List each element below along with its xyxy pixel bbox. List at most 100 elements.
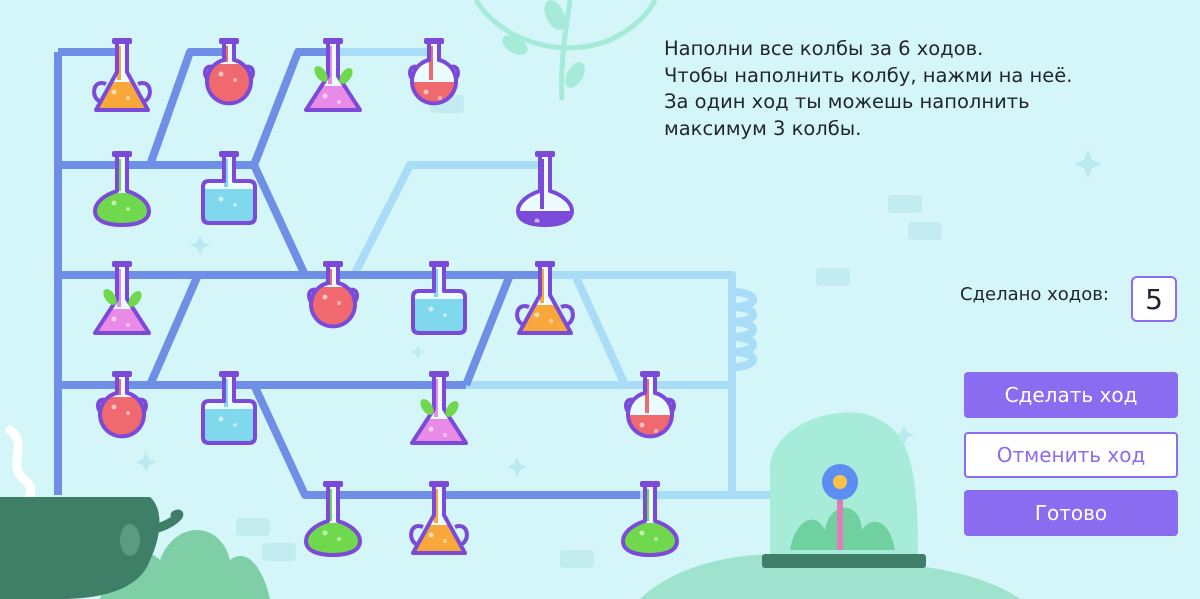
flask-bubble xyxy=(126,411,130,415)
pipes-empty xyxy=(333,48,780,499)
flask-potion xyxy=(203,409,255,443)
flask-pink-erlenmeyer[interactable] xyxy=(399,371,479,499)
instruction-line: Чтобы наполнить колбу, нажми на неё. xyxy=(664,63,1073,87)
done-button[interactable]: Готово xyxy=(964,490,1178,536)
flower-center-icon xyxy=(833,475,847,489)
instructions-text: Наполни все колбы за 6 ходов. Чтобы напо… xyxy=(664,36,1184,142)
flask-bubble xyxy=(639,422,645,428)
flask-potion xyxy=(413,299,465,333)
sparkle-icon xyxy=(507,457,527,477)
flask-bubble xyxy=(111,316,117,322)
hill-decoration xyxy=(640,554,1020,599)
flask-outline xyxy=(621,483,679,557)
pipe-full xyxy=(250,383,640,499)
flask-bubble xyxy=(654,429,658,433)
flask-bubble xyxy=(126,323,130,327)
brick-decoration xyxy=(908,222,942,240)
flask-potion xyxy=(628,415,673,437)
flask-red-round[interactable] xyxy=(82,371,162,477)
flask-rim xyxy=(219,151,239,157)
flask-rim xyxy=(640,371,660,377)
flask-bubble xyxy=(423,89,429,95)
flask-blue-square[interactable] xyxy=(189,151,269,269)
instruction-line: максимум 3 колбы. xyxy=(664,116,862,140)
flask-bubble xyxy=(428,532,434,538)
flask-bubble xyxy=(337,100,341,104)
flask-orange-amphora[interactable] xyxy=(82,38,162,162)
instruction-line: Наполни все колбы за 6 ходов. xyxy=(664,37,984,60)
brick-decoration xyxy=(560,550,594,568)
flask-bubble xyxy=(218,416,224,422)
sprout-leaf-icon xyxy=(128,291,142,307)
moves-label: Сделано ходов: xyxy=(960,284,1109,305)
flask-glass xyxy=(518,155,572,225)
flask-rim xyxy=(429,261,449,267)
flask-rim xyxy=(424,38,444,44)
cauldron-handle-icon xyxy=(145,509,184,535)
flask-purple-bulb[interactable] xyxy=(505,151,585,291)
flask-rim xyxy=(112,371,132,377)
pipe-full xyxy=(146,48,229,167)
pipe-full xyxy=(462,273,514,387)
flask-potion xyxy=(412,82,457,104)
flask-rim xyxy=(640,481,660,487)
flask-bubble xyxy=(111,89,117,95)
vine-decoration xyxy=(473,0,658,51)
flask-bubble xyxy=(428,426,434,432)
flask-pink-erlenmeyer[interactable] xyxy=(293,38,373,166)
sprout-leaf-icon xyxy=(314,66,328,82)
cauldron-icon xyxy=(0,497,160,599)
sprout-leaf-icon xyxy=(103,289,117,305)
flask-red-round[interactable] xyxy=(610,371,690,495)
flask-red-round[interactable] xyxy=(293,261,373,367)
flask-pink-erlenmeyer[interactable] xyxy=(82,261,162,389)
sprout-leaf-icon xyxy=(420,399,434,415)
make-move-button[interactable]: Сделать ход xyxy=(964,372,1178,418)
flask-bubble xyxy=(218,196,224,202)
flask-green-bulb[interactable] xyxy=(82,151,162,273)
sparkle-icon xyxy=(1074,150,1102,178)
flask-outline xyxy=(410,40,458,106)
flask-bubble xyxy=(322,93,328,99)
flask-red-round[interactable] xyxy=(189,38,269,144)
flask-bubble xyxy=(534,312,540,318)
sparkle-icon xyxy=(894,425,914,445)
pipe-full xyxy=(250,48,333,167)
flask-potion xyxy=(306,86,360,110)
flask-rim xyxy=(219,38,239,44)
brick-decoration xyxy=(888,195,922,213)
flask-green-bulb[interactable] xyxy=(610,481,690,599)
flask-outline xyxy=(201,373,257,445)
sprout-leaf-icon xyxy=(339,68,353,84)
brick-decoration xyxy=(816,268,850,286)
flask-rim xyxy=(535,151,555,157)
flask-bubble xyxy=(233,423,237,427)
flask-bubble xyxy=(111,404,117,410)
flask-green-bulb[interactable] xyxy=(293,481,373,599)
flask-red-round[interactable] xyxy=(394,38,474,162)
flask-bubble xyxy=(438,96,442,100)
pipe-empty xyxy=(466,271,736,389)
flask-outline xyxy=(93,153,151,227)
flask-blue-square[interactable] xyxy=(189,371,269,489)
dome-base-icon xyxy=(762,554,926,568)
flask-outline xyxy=(626,373,674,439)
leaf-decoration xyxy=(544,0,566,30)
pipe-empty xyxy=(350,161,545,277)
flask-outline xyxy=(516,153,574,227)
flask-outline xyxy=(205,40,253,106)
brick-decoration xyxy=(236,518,270,536)
flask-rim xyxy=(323,38,343,44)
flask-outline xyxy=(98,373,146,439)
pipe-full xyxy=(250,163,309,277)
sparkle-icon xyxy=(190,235,210,255)
undo-move-button[interactable]: Отменить ход xyxy=(964,432,1178,478)
flask-outline xyxy=(309,263,357,329)
flask-outline xyxy=(304,483,362,557)
flask-bubble xyxy=(639,530,645,536)
flask-bubble xyxy=(654,537,658,541)
flask-blue-square[interactable] xyxy=(399,261,479,379)
flask-outline xyxy=(201,153,257,225)
